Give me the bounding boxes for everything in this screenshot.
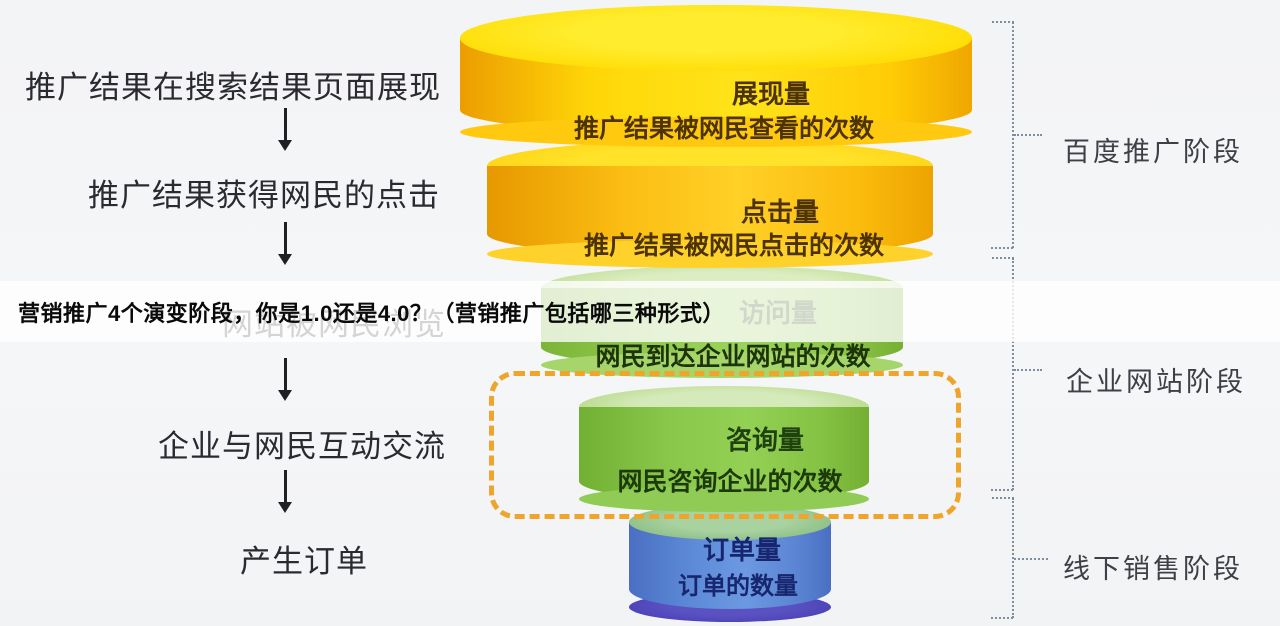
stage-bracket-baidu — [1012, 22, 1014, 248]
funnel-layer-clicks: 点击量 推广结果被网民点击的次数 — [487, 140, 933, 268]
layer-description: 网民到达企业网站的次数 — [595, 343, 871, 371]
bracket-hook — [991, 489, 1013, 491]
flow-step-order: 产生订单 — [240, 544, 368, 579]
bracket-tick — [1014, 369, 1042, 371]
bracket-hook — [992, 21, 1014, 23]
funnel-layer-orders: 订单量 订单的数量 — [629, 504, 831, 622]
cylinder-top — [460, 5, 972, 71]
down-arrow-icon — [278, 470, 292, 513]
bracket-hook — [991, 247, 1013, 249]
layer-title: 咨询量 — [725, 425, 804, 455]
bracket-hook — [992, 497, 1014, 499]
bracket-hook — [991, 617, 1013, 619]
cylinder-bottom — [579, 486, 869, 512]
bracket-tick — [1014, 558, 1048, 560]
layer-description: 推广结果被网民查看的次数 — [573, 115, 874, 143]
down-arrow-icon — [278, 222, 292, 265]
title-overlay-band — [0, 281, 1280, 342]
flow-step-impression: 推广结果在搜索结果页面展现 — [25, 70, 441, 105]
flow-step-interact: 企业与网民互动交流 — [158, 429, 446, 464]
dashed-highlight-box — [489, 371, 961, 519]
stage-bracket-website — [1012, 258, 1014, 490]
cylinder-body — [579, 407, 869, 501]
bracket-tick — [1014, 134, 1042, 136]
stage-label-offline: 线下销售阶段 — [1063, 554, 1243, 584]
down-arrow-icon — [278, 108, 292, 151]
cylinder-bottom — [460, 117, 972, 147]
bracket-hook — [992, 257, 1014, 259]
funnel-layer-inquiries: 咨询量 网民咨询企业的次数 — [579, 386, 869, 512]
down-arrow-icon — [278, 358, 292, 401]
layer-description: 网民咨询企业的次数 — [617, 468, 843, 496]
stage-bracket-offline — [1012, 498, 1014, 618]
layer-description: 推广结果被网民点击的次数 — [583, 232, 884, 260]
page-title: 营销推广4个演变阶段，你是1.0还是4.0？（营销推广包括哪三种形式） — [18, 301, 725, 326]
stage-label-baidu: 百度推广阶段 — [1063, 137, 1243, 167]
stage-label-website: 企业网站阶段 — [1066, 367, 1246, 397]
cylinder-bottom — [487, 240, 933, 268]
flow-step-click: 推广结果获得网民的点击 — [88, 178, 440, 213]
layer-title: 点击量 — [740, 197, 819, 227]
layer-title: 展现量 — [731, 79, 810, 109]
funnel-layer-impressions: 展现量 推广结果被网民查看的次数 — [460, 5, 972, 147]
layer-description: 订单的数量 — [678, 573, 798, 600]
layer-title: 订单量 — [702, 535, 781, 565]
